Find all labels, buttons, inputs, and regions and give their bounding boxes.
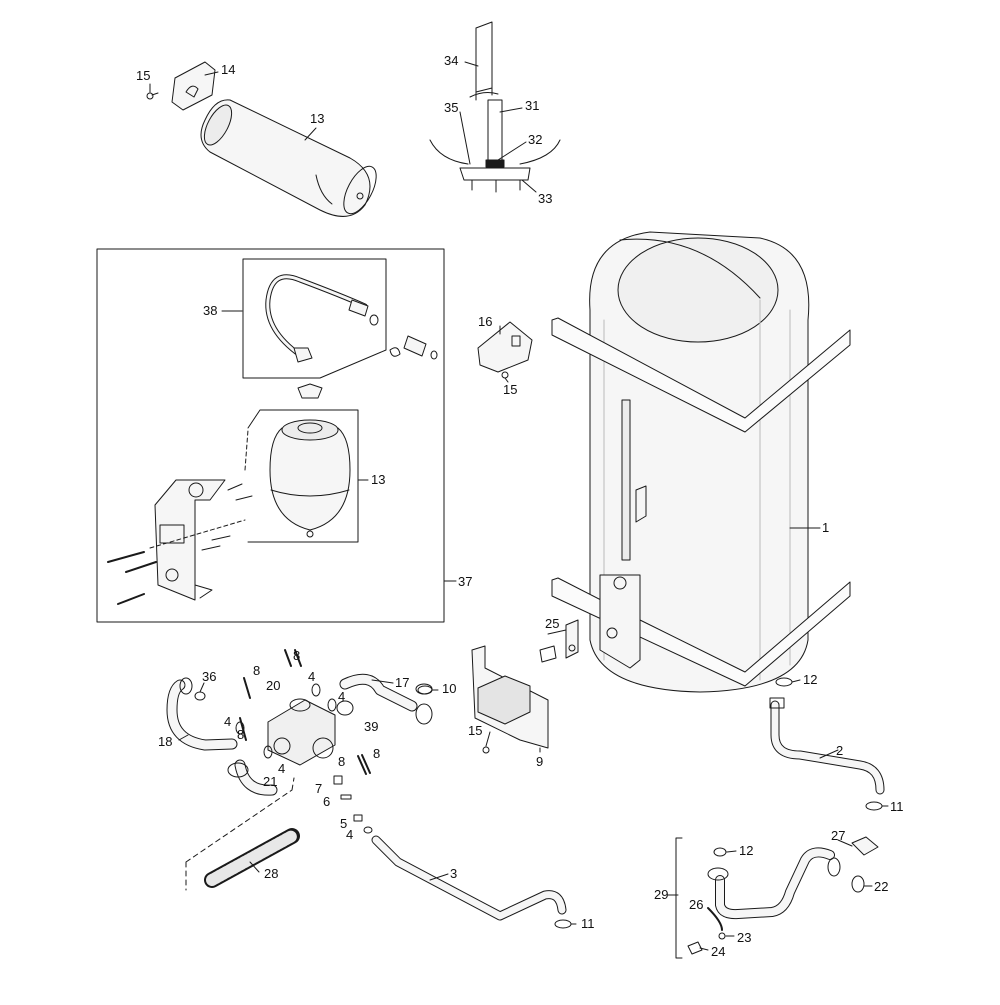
label-part-22: 22 [874, 879, 888, 894]
label-part-28: 28 [264, 866, 278, 881]
label-part-2: 2 [836, 743, 843, 758]
part-21-pipe [227, 759, 278, 796]
part-29-group [675, 836, 879, 959]
label-part-12: 12 [803, 672, 817, 687]
label-part-18: 18 [158, 734, 172, 749]
label-part-4: 4 [278, 761, 285, 776]
label-part-32: 32 [528, 132, 542, 147]
label-part-23: 23 [737, 930, 751, 945]
label-part-15: 15 [468, 723, 482, 738]
part-28-hose [185, 777, 300, 891]
label-part-25: 25 [545, 616, 559, 631]
label-part-29: 29 [654, 887, 668, 902]
part-13-vessel-box [247, 383, 359, 543]
callout-labels: 1 2 3 4 4 4 4 4 5 6 7 8 8 8 8 8 9 10 11 … [136, 53, 904, 959]
part-25-clip [539, 619, 579, 663]
leader-lines [149, 61, 889, 951]
label-part-15: 15 [503, 382, 517, 397]
label-part-10: 10 [442, 681, 456, 696]
part-20-valve-block [267, 698, 336, 766]
part-1-frame [551, 317, 851, 687]
part-10-seal [417, 685, 433, 695]
label-part-12: 12 [739, 843, 753, 858]
label-part-11: 11 [890, 799, 904, 814]
label-part-38: 38 [203, 303, 217, 318]
label-part-3: 3 [450, 866, 457, 881]
part-9-control-box [471, 645, 549, 754]
label-part-36: 36 [202, 669, 216, 684]
label-part-6: 6 [323, 794, 330, 809]
part-38-hose-box [242, 258, 438, 379]
label-part-8: 8 [293, 648, 300, 663]
label-part-8: 8 [373, 746, 380, 761]
label-part-14: 14 [221, 62, 235, 77]
label-part-37: 37 [458, 574, 472, 589]
part-16-bracket [477, 321, 533, 379]
part-37-assembly-box [96, 248, 445, 623]
label-part-5: 5 [340, 816, 347, 831]
label-part-27: 27 [831, 828, 845, 843]
label-part-4: 4 [346, 827, 353, 842]
label-part-16: 16 [478, 314, 492, 329]
label-part-21: 21 [263, 774, 277, 789]
label-part-33: 33 [538, 191, 552, 206]
label-part-13: 13 [310, 111, 324, 126]
label-part-34: 34 [444, 53, 458, 68]
label-part-15: 15 [136, 68, 150, 83]
label-part-26: 26 [689, 897, 703, 912]
label-part-31: 31 [525, 98, 539, 113]
part-3-pipe [371, 835, 572, 929]
part-1-tank [589, 231, 810, 693]
label-part-4: 4 [308, 669, 315, 684]
label-part-4: 4 [338, 689, 345, 704]
label-part-8: 8 [237, 727, 244, 742]
label-part-11: 11 [581, 916, 595, 931]
label-part-7: 7 [315, 781, 322, 796]
label-part-8: 8 [338, 754, 345, 769]
label-part-1: 1 [822, 520, 829, 535]
label-part-20: 20 [266, 678, 280, 693]
part-13-cylinder [200, 99, 377, 217]
label-part-13: 13 [371, 472, 385, 487]
part-2-pipe [769, 677, 885, 811]
label-part-35: 35 [444, 100, 458, 115]
part-15-screw-top [146, 92, 159, 100]
label-part-9: 9 [536, 754, 543, 769]
label-part-4: 4 [224, 714, 231, 729]
label-part-8: 8 [253, 663, 260, 678]
mounting-bracket [107, 429, 253, 605]
label-part-39: 39 [364, 719, 378, 734]
part-14-bracket [171, 61, 216, 111]
label-part-24: 24 [711, 944, 725, 959]
label-part-17: 17 [395, 675, 409, 690]
pins-and-seals [235, 649, 373, 834]
part-17-pipe [339, 673, 433, 725]
